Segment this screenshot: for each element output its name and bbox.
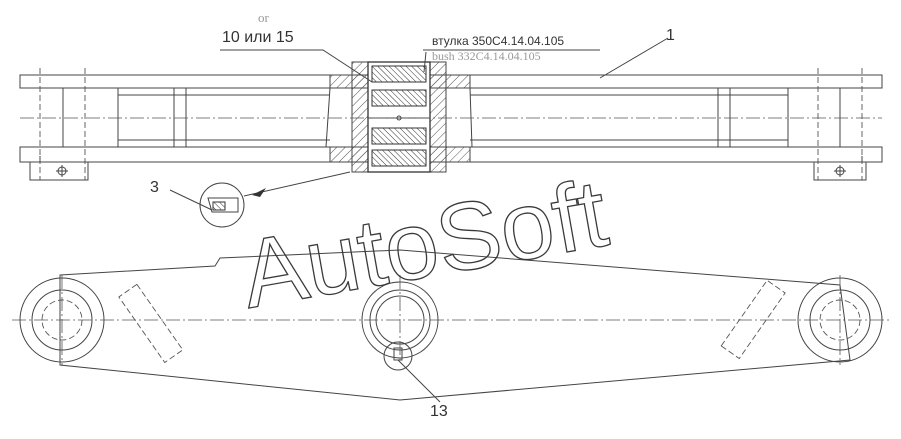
alt-or-label: or	[258, 10, 270, 25]
part-number-1: 1	[666, 27, 675, 44]
detail-3	[199, 171, 351, 228]
part-number-3: 3	[150, 179, 159, 196]
bush-label-ru: втулка 350С4.14.04.105	[432, 34, 564, 48]
bush-label-en: bush 332C4.14.04.105	[432, 49, 541, 63]
bush-section	[325, 61, 473, 173]
bush-choice-label: 10 или 15	[222, 29, 294, 46]
part-number-13: 13	[430, 403, 448, 420]
top-view	[19, 61, 883, 181]
leader-lines	[169, 37, 669, 403]
